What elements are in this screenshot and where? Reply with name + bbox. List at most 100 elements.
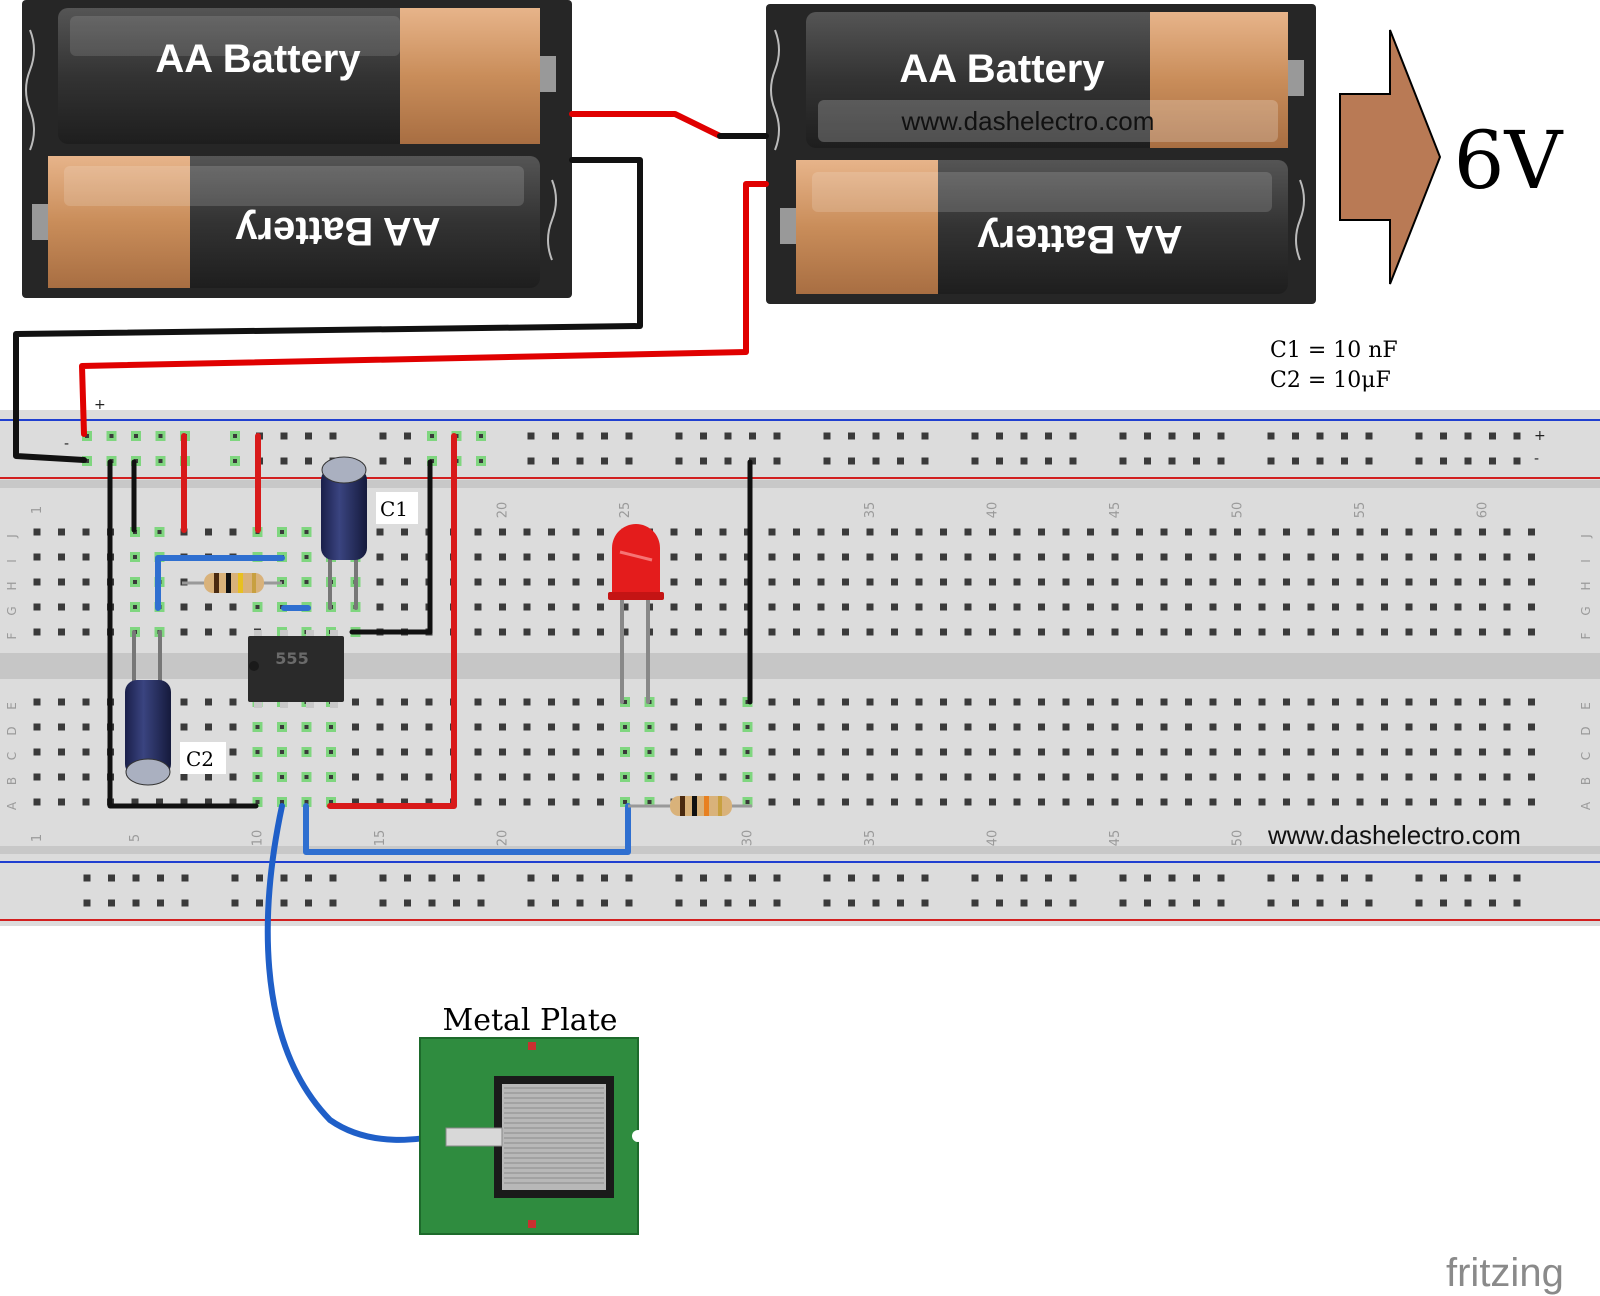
breadboard-hole — [1062, 748, 1070, 756]
breadboard-hole — [1185, 723, 1192, 731]
column-number: 15 — [373, 830, 388, 847]
breadboard-hole — [572, 553, 580, 561]
breadboard-hole — [768, 578, 776, 586]
breadboard-hole — [1405, 698, 1413, 706]
breadboard-hole — [548, 603, 555, 611]
breadboard-hole — [1489, 874, 1496, 882]
breadboard-hole — [576, 432, 584, 440]
breadboard-hole — [180, 698, 188, 706]
column-number: 35 — [863, 830, 878, 847]
breadboard-hole — [58, 628, 65, 636]
breadboard-hole — [1136, 773, 1143, 781]
breadboard-hole — [277, 772, 287, 782]
breadboard-hole — [989, 528, 996, 536]
breadboard-hole — [695, 578, 702, 586]
breadboard-hole — [1185, 628, 1192, 636]
breadboard-hole — [866, 528, 874, 536]
breadboard-hole — [572, 628, 580, 636]
breadboard-hole — [499, 748, 506, 756]
row-letter: E — [5, 702, 19, 710]
breadboard-hole — [1193, 874, 1200, 882]
breadboard-hole — [548, 528, 555, 536]
breadboard-hole — [915, 528, 923, 536]
rail-minus-label: - — [1534, 451, 1539, 467]
breadboard-hole — [1267, 457, 1275, 465]
row-letter: J — [5, 534, 19, 539]
breadboard-hole — [527, 432, 535, 440]
breadboard-hole — [572, 748, 580, 756]
breadboard-hole — [1144, 874, 1151, 882]
breadboard-hole — [793, 603, 800, 611]
breadboard-hole — [1020, 899, 1028, 907]
breadboard-hole — [1087, 798, 1094, 806]
breadboard-hole — [964, 553, 972, 561]
breadboard-hole — [1356, 603, 1364, 611]
breadboard-hole — [1119, 432, 1127, 440]
breadboard-hole — [1168, 874, 1176, 882]
breadboard-hole — [1185, 528, 1192, 536]
breadboard-hole — [1307, 748, 1315, 756]
column-number: 20 — [496, 502, 511, 519]
breadboard-hole — [1513, 899, 1521, 907]
breadboard-hole — [1479, 603, 1486, 611]
breadboard-hole — [401, 553, 408, 561]
breadboard-hole — [474, 553, 482, 561]
wires — [13, 111, 769, 1143]
breadboard-hole — [499, 528, 506, 536]
wire-black-rail-left — [107, 459, 259, 809]
breadboard-hole — [231, 874, 239, 882]
breadboard-hole — [1430, 773, 1437, 781]
breadboard-hole — [1430, 528, 1437, 536]
breadboard-hole — [108, 899, 115, 907]
breadboard-hole — [1062, 603, 1070, 611]
breadboard-hole — [33, 628, 41, 636]
breadboard-hole — [1454, 773, 1462, 781]
breadboard-hole — [329, 899, 337, 907]
breadboard-hole — [872, 874, 880, 882]
breadboard-hole — [773, 432, 781, 440]
breadboard-hole — [1292, 457, 1299, 465]
breadboard-hole — [964, 628, 972, 636]
breadboard-hole — [817, 723, 825, 731]
breadboard-hole — [964, 773, 972, 781]
breadboard-hole — [989, 578, 996, 586]
breadboard-hole — [675, 432, 683, 440]
breadboard-hole — [695, 748, 702, 756]
breadboard-hole — [499, 798, 506, 806]
breadboard-hole — [130, 577, 140, 587]
breadboard-hole — [749, 874, 756, 882]
breadboard-hole — [700, 874, 707, 882]
breadboard-hole — [773, 899, 781, 907]
breadboard-hole — [1440, 874, 1447, 882]
breadboard-hole — [1430, 748, 1437, 756]
breadboard-hole — [1119, 899, 1127, 907]
voltage-label: 6V — [1454, 114, 1564, 207]
breadboard-hole — [154, 527, 165, 537]
breadboard-hole — [1045, 432, 1052, 440]
row-letter: I — [1579, 559, 1593, 563]
breadboard-hole — [1144, 457, 1151, 465]
column-number: 40 — [986, 830, 1001, 847]
breadboard-hole — [1234, 698, 1241, 706]
breadboard-hole — [329, 432, 337, 440]
breadboard-hole — [280, 874, 288, 882]
breadboard-hole — [670, 698, 678, 706]
breadboard-hole — [1193, 457, 1200, 465]
breadboard-hole — [1405, 578, 1413, 586]
column-number: 1 — [30, 834, 45, 842]
breadboard-hole — [842, 773, 849, 781]
breadboard-hole — [352, 798, 359, 806]
wire-black-ground — [13, 157, 643, 463]
breadboard-hole — [891, 723, 898, 731]
breadboard-hole — [848, 457, 855, 465]
breadboard-hole — [597, 628, 604, 636]
breadboard-hole — [1038, 628, 1045, 636]
breadboard-hole — [1307, 628, 1315, 636]
breadboard-hole — [597, 723, 604, 731]
breadboard-hole — [1316, 874, 1324, 882]
breadboard-hole — [1513, 432, 1521, 440]
breadboard-hole — [1111, 773, 1119, 781]
row-letter: B — [1579, 777, 1593, 785]
breadboard-hole — [915, 748, 923, 756]
breadboard-hole — [823, 899, 831, 907]
